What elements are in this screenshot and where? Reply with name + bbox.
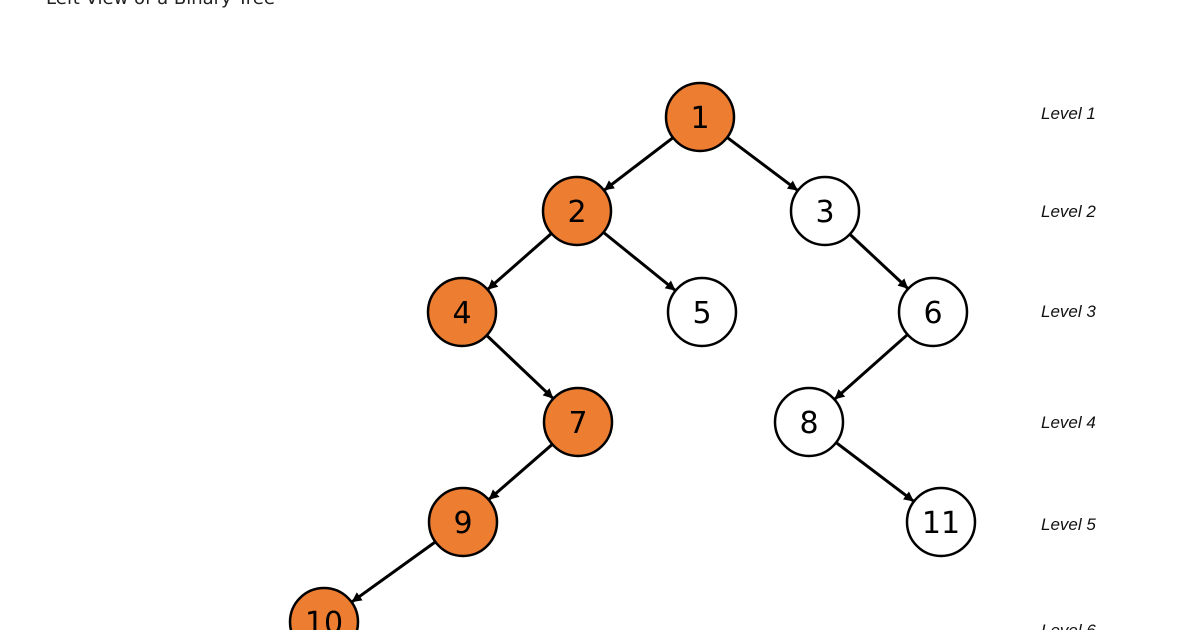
edges-layer — [351, 136, 915, 603]
node-circle-5 — [666, 276, 738, 348]
edge-1-to-3 — [726, 136, 798, 192]
level-label-4: Level 4 — [1041, 413, 1096, 432]
edge-4-to-7 — [485, 334, 554, 400]
edge-6-to-8 — [834, 333, 909, 400]
tree-node-8: 8 — [773, 386, 845, 458]
node-circle-1 — [664, 81, 736, 153]
node-label-1: 1 — [690, 101, 709, 136]
node-circle-8 — [773, 386, 845, 458]
node-label-3: 3 — [815, 195, 834, 230]
node-label-6: 6 — [923, 296, 942, 331]
edge-3-to-6 — [848, 233, 909, 290]
node-circle-3 — [789, 175, 861, 247]
level-label-1: Level 1 — [1041, 104, 1096, 123]
level-label-2: Level 2 — [1041, 202, 1096, 221]
nodes-layer: 1 2 3 4 5 6 7 8 9 11 10 — [288, 81, 977, 630]
tree-node-11: 11 — [905, 486, 977, 558]
tree-node-3: 3 — [789, 175, 861, 247]
level-label-6: Level 6 — [1041, 621, 1096, 630]
node-label-7: 7 — [568, 406, 587, 441]
node-label-11: 11 — [922, 506, 960, 541]
node-label-8: 8 — [799, 406, 818, 441]
tree-node-2: 2 — [541, 175, 613, 247]
level-label-3: Level 3 — [1041, 302, 1096, 321]
node-label-9: 9 — [453, 506, 472, 541]
tree-node-10: 10 — [288, 586, 360, 630]
node-label-4: 4 — [452, 296, 471, 331]
edge-9-to-10 — [351, 540, 437, 603]
tree-node-4: 4 — [426, 276, 498, 348]
node-circle-7 — [542, 386, 614, 458]
node-circle-2 — [541, 175, 613, 247]
edge-1-to-2 — [603, 136, 674, 191]
node-circle-11 — [905, 486, 977, 558]
node-circle-9 — [427, 486, 499, 558]
tree-node-1: 1 — [664, 81, 736, 153]
edge-2-to-4 — [487, 232, 553, 291]
tree-node-5: 5 — [666, 276, 738, 348]
edge-2-to-5 — [602, 231, 676, 292]
node-circle-10 — [288, 586, 360, 630]
node-label-10: 10 — [305, 606, 343, 630]
node-circle-4 — [426, 276, 498, 348]
node-label-5: 5 — [692, 296, 711, 331]
edge-7-to-9 — [488, 443, 554, 501]
tree-node-7: 7 — [542, 386, 614, 458]
node-circle-6 — [897, 276, 969, 348]
tree-node-6: 6 — [897, 276, 969, 348]
level-label-5: Level 5 — [1041, 515, 1096, 534]
edge-8-to-11 — [835, 441, 915, 503]
node-label-2: 2 — [567, 195, 586, 230]
tree-node-9: 9 — [427, 486, 499, 558]
page-title: Left View of a Binary Tree — [46, 0, 275, 9]
levels-layer: Level 1 Level 2 Level 3 Level 4 Level 5 Level… — [1041, 104, 1096, 630]
